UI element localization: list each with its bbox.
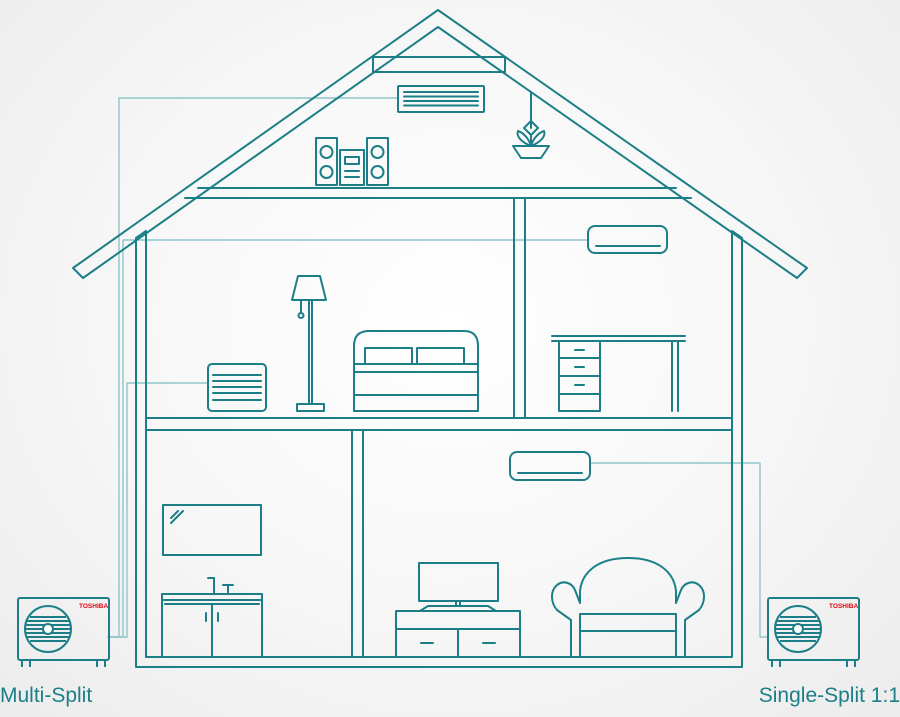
brand-logo-multi: TOSHIBA [79, 603, 108, 610]
floor-console-unit [208, 364, 266, 411]
bedroom-wall-unit [588, 226, 667, 253]
bed-icon [354, 331, 478, 411]
desk-icon [552, 336, 685, 411]
multi-split-label: Multi-Split [0, 684, 92, 708]
tv-cabinet-icon [396, 611, 520, 657]
attic-ducted-unit [398, 86, 484, 112]
pipe-bedroom-wall-unit [108, 240, 588, 637]
armchair-icon [552, 558, 704, 657]
refrigerant-pipes [108, 98, 768, 637]
bathroom-vanity-icon [162, 578, 262, 657]
stereo-icon [316, 138, 388, 185]
tv-icon [419, 563, 498, 611]
mirror-icon [163, 505, 261, 555]
brand-logo-single: TOSHIBA [829, 603, 858, 610]
single-split-label: Single-Split 1:1 [759, 684, 900, 708]
floor-lamp-icon [292, 276, 326, 411]
living-room-wall-unit [510, 452, 590, 480]
roof [73, 10, 807, 278]
house-walls [136, 198, 742, 667]
